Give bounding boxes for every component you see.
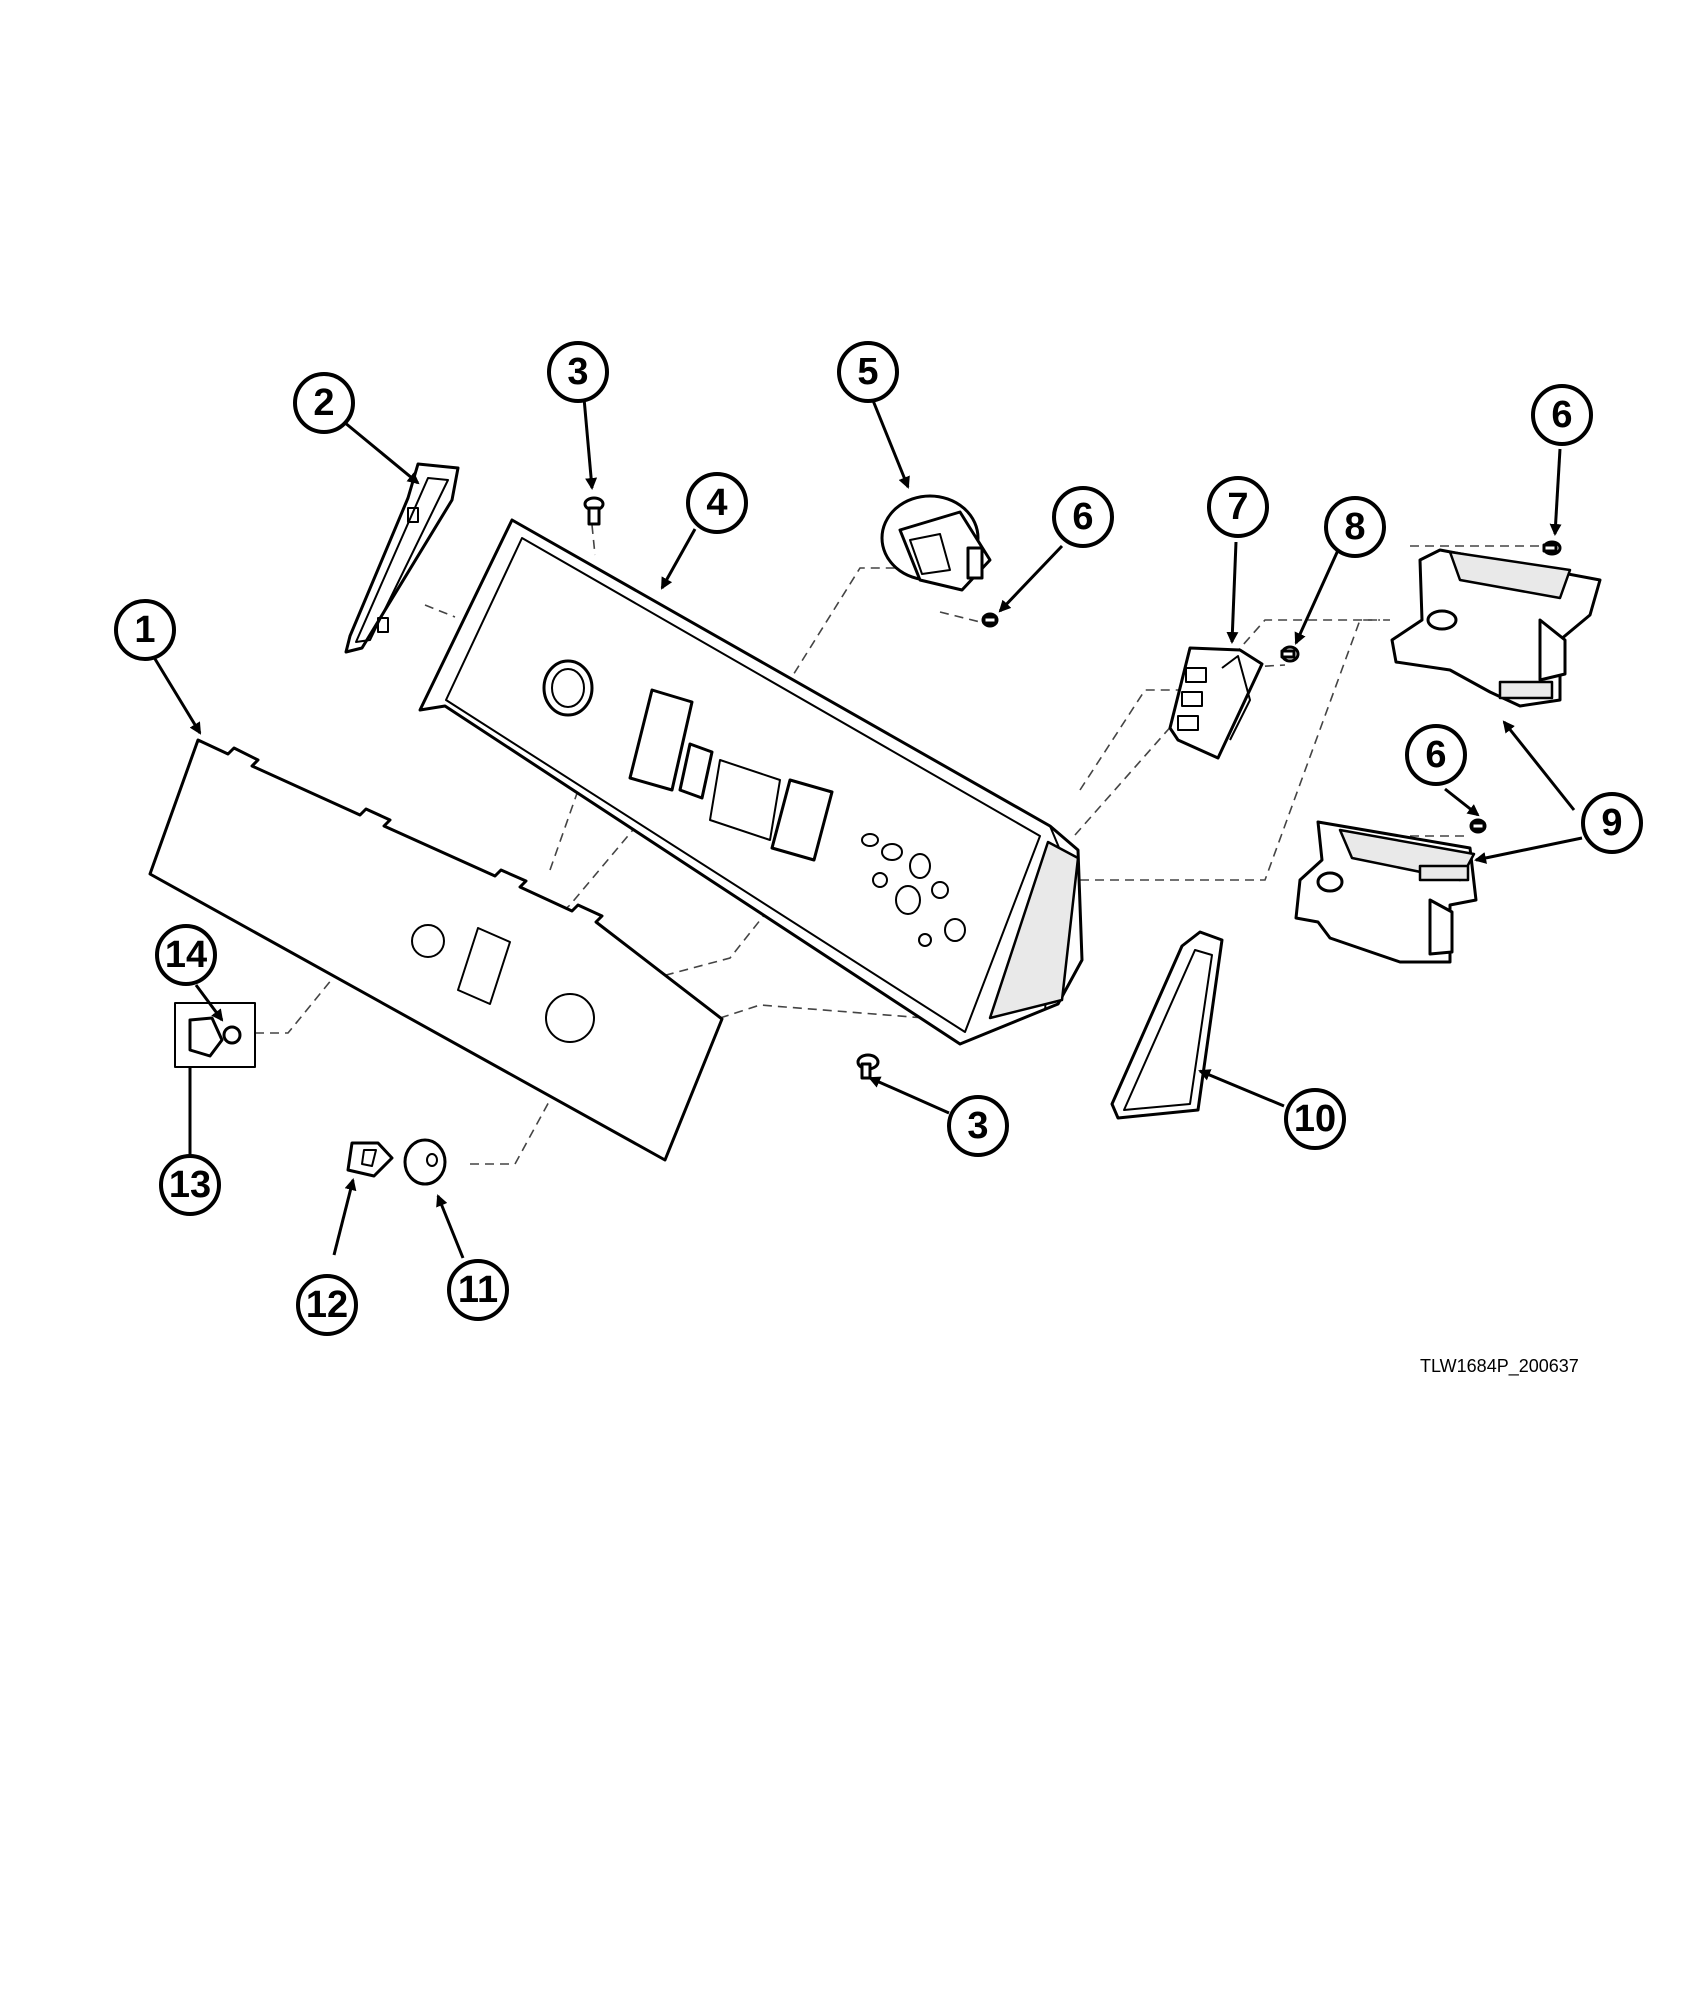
- part-11-knob: [403, 1138, 447, 1186]
- part-3-screw-bottom: [856, 1053, 880, 1080]
- callout-3-top-label: 3: [567, 351, 588, 393]
- callout-13-label: 13: [169, 1164, 211, 1206]
- callout-2: 2: [293, 372, 355, 434]
- callout-9: 9: [1581, 792, 1643, 854]
- part-6-screw-b: [1542, 540, 1562, 556]
- part-14-insert: [222, 1025, 242, 1045]
- callout-5-label: 5: [857, 351, 878, 393]
- callout-4: 4: [686, 472, 748, 534]
- part-3-screw-top: [583, 496, 605, 526]
- callout-6-b: 6: [1531, 384, 1593, 446]
- callout-12-label: 12: [306, 1284, 348, 1326]
- part-6-screw-c: [1469, 818, 1487, 834]
- callout-6-c: 6: [1405, 724, 1467, 786]
- callout-8: 8: [1324, 496, 1386, 558]
- part-10-right-end-cap: [1110, 930, 1224, 1120]
- drawing-id: TLW1684P_200637: [1420, 1356, 1579, 1376]
- part-2-left-end-cap: [344, 462, 460, 654]
- callout-7-label: 7: [1227, 486, 1248, 528]
- callout-2-label: 2: [313, 382, 334, 424]
- part-13-knob-assembly: [174, 1002, 256, 1068]
- callout-6-b-label: 6: [1551, 394, 1572, 436]
- callout-7: 7: [1207, 476, 1269, 538]
- callout-6-a-label: 6: [1072, 496, 1093, 538]
- callout-1: 1: [114, 599, 176, 661]
- part-4-console: [418, 518, 1084, 1046]
- callout-13: 13: [159, 1154, 221, 1216]
- callout-14: 14: [155, 924, 217, 986]
- callout-3-bottom: 3: [947, 1095, 1009, 1157]
- callout-3-top: 3: [547, 341, 609, 403]
- part-1-overlay-panel: [148, 738, 724, 1162]
- callout-10: 10: [1284, 1088, 1346, 1150]
- callout-5: 5: [837, 341, 899, 403]
- callout-4-label: 4: [706, 482, 727, 524]
- part-6-screw-a: [981, 612, 999, 628]
- part-9-timer-upper: [1390, 548, 1602, 708]
- callout-14-label: 14: [165, 934, 207, 976]
- callout-6-c-label: 6: [1425, 734, 1446, 776]
- callout-12: 12: [296, 1274, 358, 1336]
- part-8-screw: [1280, 645, 1300, 663]
- part-7-button-assembly: [1168, 646, 1264, 760]
- part-5-switch: [880, 494, 992, 592]
- callout-8-label: 8: [1344, 506, 1365, 548]
- part-12-button: [346, 1141, 394, 1178]
- callout-11: 11: [447, 1259, 509, 1321]
- leader-lines: [150, 397, 1583, 1259]
- callout-9-label: 9: [1601, 802, 1622, 844]
- callout-11-label: 11: [458, 1269, 498, 1311]
- part-9-timer-lower: [1294, 820, 1478, 964]
- callout-6-a: 6: [1052, 486, 1114, 548]
- callout-1-label: 1: [134, 609, 155, 651]
- callout-10-label: 10: [1294, 1098, 1336, 1140]
- callout-3-bottom-label: 3: [967, 1105, 988, 1147]
